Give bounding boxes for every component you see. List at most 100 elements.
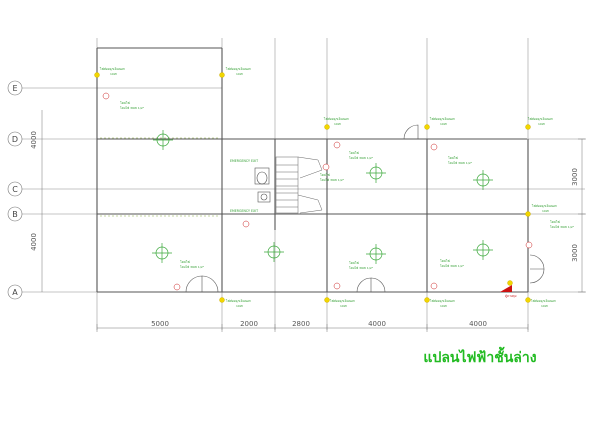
socket-note: ไฟส่องฉุกเฉินนอก bbox=[225, 67, 251, 72]
dim-label: 3000 bbox=[571, 244, 579, 262]
dim-label: 4000 bbox=[30, 131, 38, 149]
socket-note: ไฟส่องฉุกเฉินนอก bbox=[225, 299, 251, 304]
lamp-spec: โคมไฟ 36W 1/2" bbox=[440, 264, 465, 268]
socket-note: ไฟส่องฉุกเฉินนอก bbox=[429, 299, 455, 304]
dim-label: 4000 bbox=[30, 233, 38, 251]
lamp-icon bbox=[264, 242, 284, 262]
switch-icon bbox=[525, 241, 533, 249]
emergency-light-icon bbox=[525, 211, 531, 217]
switch-icon bbox=[173, 283, 181, 291]
svg-text:D: D bbox=[12, 135, 18, 144]
exit-note: EMERGENCY EXIT bbox=[230, 159, 258, 163]
dim-label: 5000 bbox=[151, 320, 169, 328]
lamp-icon bbox=[152, 243, 172, 263]
emergency-light-icon bbox=[525, 297, 531, 303]
switch-icon bbox=[242, 220, 250, 228]
toilet bbox=[254, 167, 271, 203]
socket-note: ไฟส่องฉุกเฉินนอก bbox=[530, 299, 556, 304]
socket-note: ไฟส่องฉุกเฉินนอก bbox=[429, 117, 455, 122]
doors bbox=[185, 124, 545, 293]
lamp-note: โคมไฟ bbox=[550, 219, 560, 224]
right-dimension-line bbox=[578, 138, 586, 293]
socket-spec: 10W bbox=[541, 304, 548, 308]
lamp-spec: โคมไฟ 36W 1/2" bbox=[550, 225, 575, 229]
switch-icon bbox=[322, 163, 330, 171]
switch-icon bbox=[333, 141, 341, 149]
socket-spec: 10W bbox=[236, 72, 243, 76]
vertical-grid-lines bbox=[96, 38, 529, 330]
panel-icon bbox=[500, 285, 512, 292]
emergency-light-icon bbox=[324, 297, 330, 303]
switch-icon bbox=[430, 282, 438, 290]
emergency-light-icon bbox=[507, 280, 513, 286]
socket-note: ไฟส่องฉุกเฉินนอก bbox=[527, 117, 553, 122]
socket-spec: 10W bbox=[110, 72, 117, 76]
lamp-spec: โคมไฟ 36W 1/2" bbox=[180, 265, 205, 269]
dim-label: 2000 bbox=[240, 320, 258, 328]
grid-marker-e: E bbox=[7, 80, 23, 96]
socket-spec: 10W bbox=[334, 122, 341, 126]
grid-markers: E D C B A bbox=[7, 80, 23, 300]
stair bbox=[275, 156, 323, 214]
lamp-note: โคมไฟ bbox=[349, 260, 359, 265]
bottom-dimension-line bbox=[96, 324, 529, 332]
lamp-icon bbox=[473, 240, 493, 260]
socket-note: ไฟส่องฉุกเฉินนอก bbox=[323, 117, 349, 122]
dim-label: 4000 bbox=[469, 320, 487, 328]
ceiling-lamps bbox=[152, 130, 493, 264]
lamp-note: โคมไฟ bbox=[349, 150, 359, 155]
switch-icon bbox=[102, 92, 110, 100]
socket-spec: 10W bbox=[538, 122, 545, 126]
lamp-spec: โคมไฟ 36W 1/2" bbox=[349, 156, 374, 160]
emergency-light-icon bbox=[324, 124, 330, 130]
lamp-icon bbox=[153, 130, 173, 150]
socket-note: ไฟส่องฉุกเฉินนอก bbox=[99, 67, 125, 72]
dim-label: 4000 bbox=[368, 320, 386, 328]
lamp-spec: โคมไฟ 36W 1/2" bbox=[320, 178, 345, 182]
socket-spec: 10W bbox=[542, 209, 549, 213]
lamp-note: โคมไฟ bbox=[120, 100, 130, 105]
grid-marker-d: D bbox=[7, 131, 23, 147]
socket-spec: 10W bbox=[236, 304, 243, 308]
grid-marker-b: B bbox=[7, 206, 23, 222]
svg-text:A: A bbox=[12, 288, 18, 297]
lamp-spec: โคมไฟ 36W 1/2" bbox=[120, 106, 145, 110]
emergency-lights bbox=[94, 72, 531, 303]
emergency-light-icon bbox=[424, 124, 430, 130]
socket-note: ไฟส่องฉุกเฉินนอก bbox=[531, 204, 557, 209]
walls bbox=[96, 47, 529, 293]
emergency-light-icon bbox=[219, 297, 225, 303]
lamp-notes: โคมไฟ โคมไฟ 36W 1/2" โคมไฟ โคมไฟ 36W 1/2… bbox=[120, 100, 575, 270]
emergency-light-icon bbox=[424, 297, 430, 303]
panel-note: ตู้ควบคุม bbox=[505, 294, 517, 299]
grid-marker-a: A bbox=[7, 284, 23, 300]
grid-marker-c: C bbox=[7, 181, 23, 197]
lamp-icon bbox=[366, 244, 386, 264]
lamp-note: โคมไฟ bbox=[320, 172, 330, 177]
lamp-spec: โคมไฟ 36W 1/2" bbox=[349, 266, 374, 270]
svg-text:B: B bbox=[12, 210, 18, 219]
socket-spec: 10W bbox=[340, 304, 347, 308]
svg-text:E: E bbox=[12, 84, 17, 93]
lamp-note: โคมไฟ bbox=[440, 258, 450, 263]
lamp-icon bbox=[473, 170, 493, 190]
dashed-lines bbox=[100, 137, 220, 217]
switch-icon bbox=[430, 143, 438, 151]
lamp-icon bbox=[366, 163, 386, 183]
lamp-note: โคมไฟ bbox=[448, 155, 458, 160]
bottom-dimensions: 5000 2000 2800 4000 4000 bbox=[151, 320, 487, 328]
dim-label: 2800 bbox=[292, 320, 310, 328]
socket-note: ไฟส่องฉุกเฉินนอก bbox=[329, 299, 355, 304]
horizontal-grid-lines bbox=[22, 87, 585, 293]
switches bbox=[102, 92, 533, 291]
drawing-title: แปลนไฟฟ้าชั้นล่าง bbox=[423, 346, 536, 366]
emergency-light-icon bbox=[219, 72, 225, 78]
svg-text:C: C bbox=[12, 185, 18, 194]
socket-spec: 10W bbox=[440, 122, 447, 126]
lamp-spec: โคมไฟ 36W 1/2" bbox=[448, 161, 473, 165]
emergency-light-icon bbox=[94, 72, 100, 78]
exit-notes: EMERGENCY EXIT EMERGENCY EXIT bbox=[230, 159, 258, 213]
switch-icon bbox=[333, 282, 341, 290]
emergency-light-icon bbox=[525, 124, 531, 130]
